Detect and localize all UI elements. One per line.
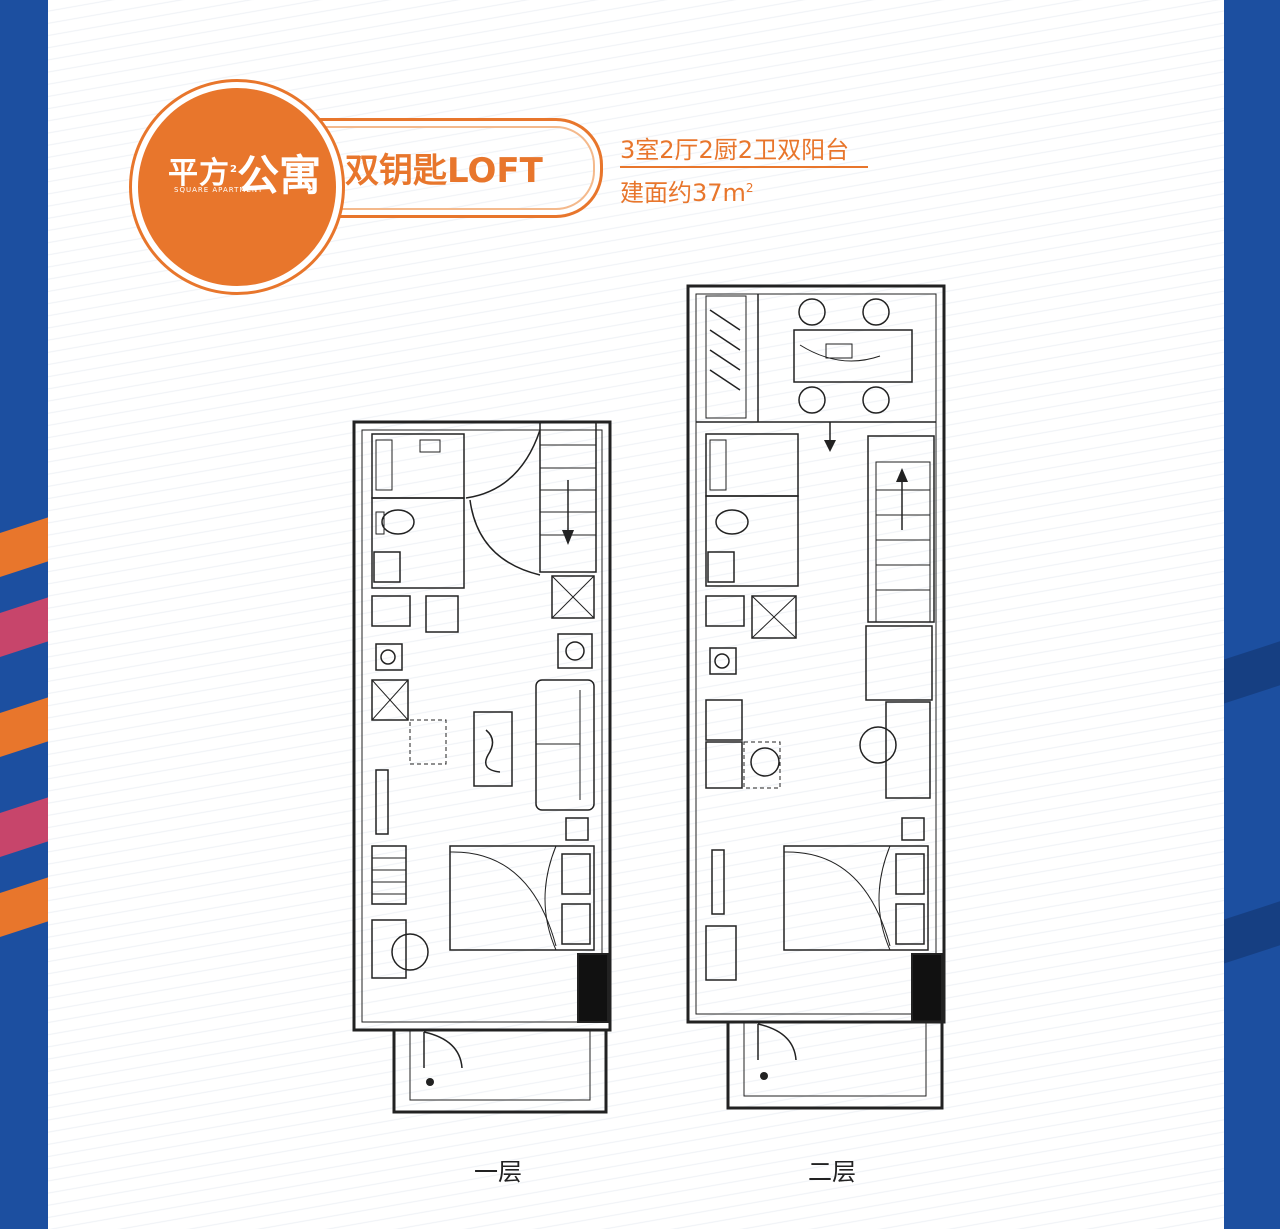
brand-name-part1: 平方2 (168, 156, 238, 191)
tagline-pill (300, 118, 603, 218)
brand-english: SQUARE APARTMENT (174, 186, 264, 194)
unit-area: 建面约37m2 (620, 179, 754, 207)
right-decorative-band (1224, 0, 1280, 1229)
brand-name-part2: 公寓 (237, 151, 322, 200)
brand-logo (138, 88, 336, 286)
floor-1-label: 一层 (474, 1158, 522, 1186)
unit-layout: 3室2厅2厨2卫双阳台 (620, 136, 850, 164)
floor-2-label: 二层 (808, 1158, 856, 1186)
tagline: 双钥匙LOFT (345, 151, 543, 191)
floor-2-plan (686, 284, 946, 1110)
left-decorative-band (0, 0, 48, 1229)
info-divider (620, 166, 868, 168)
floor-1-plan (352, 420, 612, 1114)
